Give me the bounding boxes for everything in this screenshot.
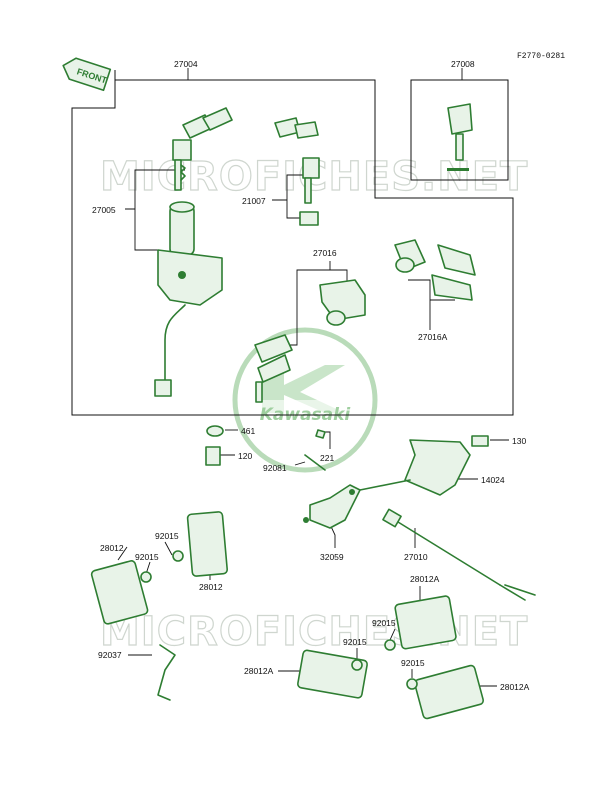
- assembly-frame-27004: [71, 70, 514, 416]
- nut-92015-e: [406, 678, 418, 690]
- assembly-frame-27008: [410, 79, 509, 181]
- label-21007: 21007: [242, 196, 266, 206]
- key-21007: [274, 117, 320, 226]
- front-arrow-icon: FRONT: [62, 57, 112, 92]
- reference-code: F2770-0281: [517, 52, 565, 61]
- label-32059: 32059: [320, 552, 344, 562]
- reflector-28012a-left: [297, 649, 368, 699]
- clip-92037: [157, 644, 176, 701]
- label-14024: 14024: [481, 475, 505, 485]
- label-28012-mid: 28012: [199, 582, 223, 592]
- ignition-switch-27005: [154, 201, 223, 397]
- reflector-28012-left: [90, 560, 149, 625]
- bolt-120: [205, 446, 221, 466]
- label-92037: 92037: [98, 650, 122, 660]
- watermark-bottom: MICROFICHES.NET: [100, 609, 528, 655]
- label-461: 461: [241, 426, 255, 436]
- label-130: 130: [512, 436, 526, 446]
- label-92015-d: 92015: [343, 637, 367, 647]
- label-27010: 27010: [404, 552, 428, 562]
- label-92015-e: 92015: [401, 658, 425, 668]
- reflector-28012-mid: [186, 511, 229, 577]
- label-27016: 27016: [313, 248, 337, 258]
- nut-92015-c: [384, 639, 396, 651]
- label-27016a: 27016A: [418, 332, 448, 342]
- label-28012a-right: 28012A: [500, 682, 530, 692]
- label-27004: 27004: [174, 59, 198, 69]
- label-28012a-left: 28012A: [244, 666, 274, 676]
- nut-92015-mid: [172, 550, 184, 562]
- label-28012a-top: 28012A: [410, 574, 440, 584]
- bracket-32059: [309, 484, 361, 529]
- label-92015-b: 92015: [135, 552, 159, 562]
- bolt-130: [471, 435, 489, 447]
- cable-27010: [359, 479, 536, 601]
- nut-92015-left: [140, 571, 152, 583]
- key-27008: [447, 103, 473, 171]
- label-120: 120: [238, 451, 252, 461]
- screw-221: [315, 429, 326, 439]
- spring-92081: [304, 454, 326, 471]
- label-92015-a: 92015: [155, 531, 179, 541]
- label-27005: 27005: [92, 205, 116, 215]
- label-92015-c: 92015: [372, 618, 396, 628]
- label-27008: 27008: [451, 59, 475, 69]
- leader-lines: [117, 169, 509, 687]
- washer-461: [206, 425, 224, 437]
- seat-lock-27016: [254, 279, 366, 403]
- label-92081: 92081: [263, 463, 287, 473]
- nut-92015-d: [351, 659, 363, 671]
- reflector-28012a-right: [413, 664, 485, 720]
- bracket-14024: [404, 439, 471, 496]
- label-28012-left: 28012: [100, 543, 124, 553]
- label-221: 221: [320, 453, 334, 463]
- helmet-lock-27016a: [394, 239, 476, 301]
- reflector-28012a-top: [394, 595, 457, 650]
- key-set-27004: [172, 107, 233, 191]
